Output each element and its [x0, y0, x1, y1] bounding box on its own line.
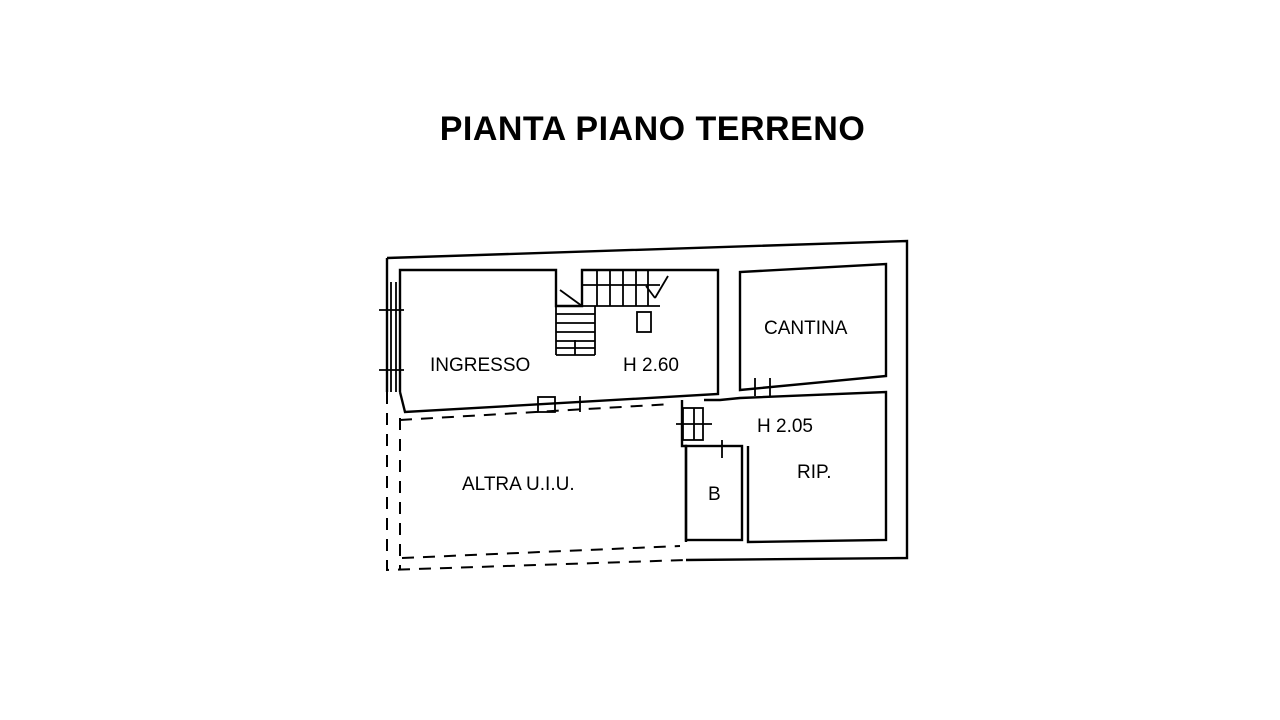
staircase — [555, 270, 669, 356]
altra-uiu-bottom-boundary — [401, 545, 681, 559]
label-ingresso: INGRESSO — [430, 355, 530, 376]
bagno-room — [684, 444, 744, 542]
label-ingresso-height: H 2.60 — [623, 355, 679, 376]
label-ripostiglio-height: H 2.05 — [757, 416, 813, 437]
plan-title: PIANTA PIANO TERRENO — [439, 110, 866, 148]
door-corridor — [676, 407, 723, 458]
label-bagno: B — [708, 484, 721, 505]
outer-wall — [386, 239, 909, 562]
ripostiglio-wall — [704, 390, 888, 544]
cantina-wall — [738, 262, 888, 392]
window-left — [379, 282, 404, 392]
door-ingresso — [537, 396, 581, 413]
label-ripostiglio: RIP. — [797, 462, 832, 483]
altra-uiu-top-boundary — [399, 403, 673, 421]
ingresso-wall — [398, 268, 720, 414]
label-cantina: CANTINA — [764, 318, 848, 339]
door-cantina — [754, 378, 771, 396]
altra-uiu-boundary — [386, 392, 687, 572]
label-altra-uiu: ALTRA U.I.U. — [462, 474, 575, 495]
